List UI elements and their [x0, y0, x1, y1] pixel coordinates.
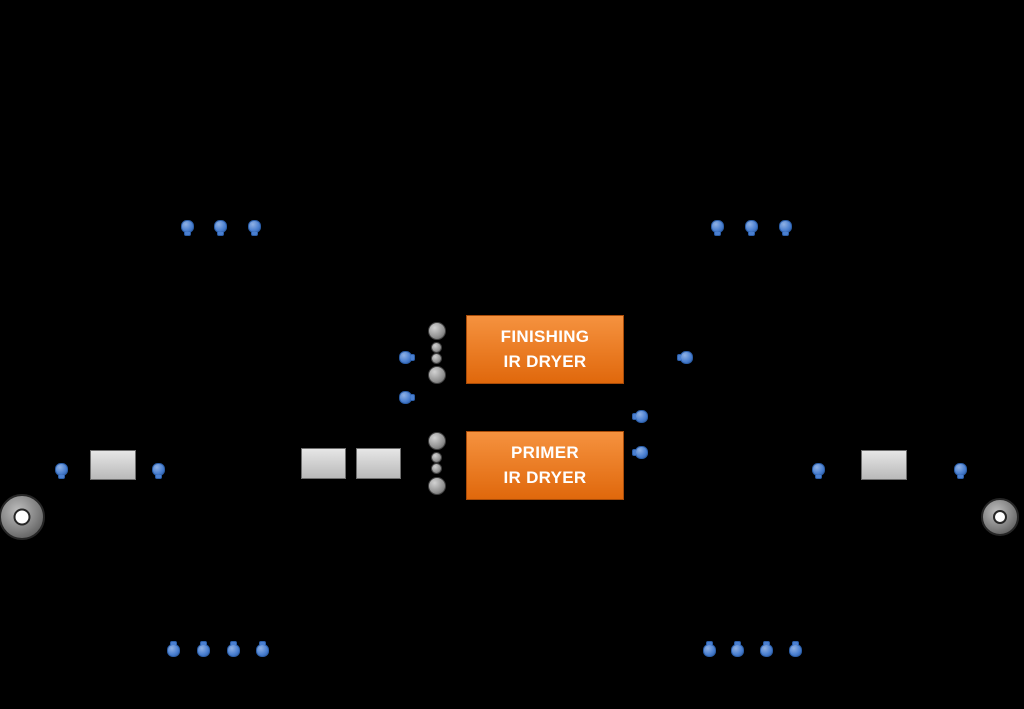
roller-icon [428, 477, 446, 495]
nozzle-icon [181, 220, 194, 236]
roller-icon [431, 452, 442, 463]
finishing-ir-dryer-label-line2: IR DRYER [503, 351, 587, 371]
nozzle-icon [954, 463, 967, 479]
nozzle-icon [256, 641, 269, 657]
station-block [861, 450, 907, 480]
nozzle-icon [745, 220, 758, 236]
finishing-ir-dryer-label-line1: FINISHING [500, 326, 590, 346]
nozzle-icon [779, 220, 792, 236]
station-block [356, 448, 401, 479]
roller-icon [428, 432, 446, 450]
nozzle-icon [214, 220, 227, 236]
station-block [90, 450, 136, 480]
nozzle-icon [152, 463, 165, 479]
nozzle-icon [731, 641, 744, 657]
finishing-ir-dryer-box: FINISHING IR DRYER [466, 315, 624, 384]
nozzle-icon [197, 641, 210, 657]
roller-icon [431, 342, 442, 353]
nozzle-icon [55, 463, 68, 479]
nozzle-icon [248, 220, 261, 236]
primer-ir-dryer-label-line2: IR DRYER [503, 467, 587, 487]
nozzle-icon [703, 641, 716, 657]
station-block [301, 448, 346, 479]
nozzle-icon [711, 220, 724, 236]
primer-ir-dryer-label-line1: PRIMER [511, 442, 579, 462]
primer-ir-dryer-box: PRIMER IR DRYER [466, 431, 624, 500]
nozzle-icon [399, 391, 415, 404]
roller-icon [428, 322, 446, 340]
nozzle-icon [760, 641, 773, 657]
nozzle-icon [632, 410, 648, 423]
roller-icon [431, 463, 442, 474]
roller-icon [431, 353, 442, 364]
web-roll-icon [0, 494, 45, 540]
nozzle-icon [632, 446, 648, 459]
roller-icon [428, 366, 446, 384]
nozzle-icon [677, 351, 693, 364]
nozzle-icon [399, 351, 415, 364]
nozzle-icon [812, 463, 825, 479]
nozzle-icon [227, 641, 240, 657]
web-roll-icon [981, 498, 1019, 536]
nozzle-icon [167, 641, 180, 657]
nozzle-icon [789, 641, 802, 657]
